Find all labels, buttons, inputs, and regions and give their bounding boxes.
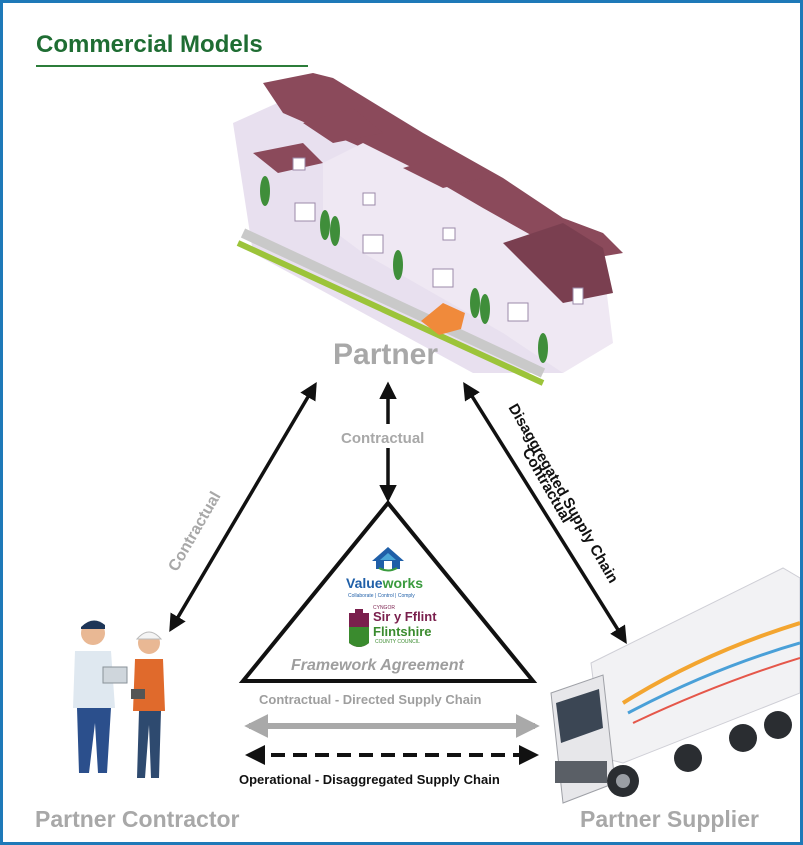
node-partner-supplier: Partner Supplier [580,806,759,832]
flintshire-crest-icon [349,609,369,647]
page-title: Commercial Models [36,31,263,58]
edge-label-top: Contractual [341,430,425,447]
node-partner: Partner [333,338,439,371]
edge-label-directed-supply-chain: Contractual - Directed Supply Chain [259,692,482,707]
diagram-canvas [73,73,800,804]
arrow-partner-supplier [463,382,627,644]
valueworks-logo-text: Valueworks [346,575,424,591]
supplier-truck-illustration [550,567,800,804]
framework-triangle [238,499,538,683]
edge-label-disaggregated-supply-chain: Operational - Disaggregated Supply Chain [239,772,500,787]
contractor-people-illustration [73,620,165,778]
valueworks-house-icon [372,547,404,572]
framework-agreement-label: Framework Agreement [291,657,464,674]
title-underline [36,65,308,67]
council-logo-small: CYNGOR [373,605,395,611]
houses-illustration [233,73,623,386]
arrow-partner-contractor [169,381,317,633]
council-logo-welsh: Sir y Fflint [373,609,437,624]
node-partner-contractor: Partner Contractor [35,806,240,832]
council-logo-english: Flintshire [373,624,432,639]
council-logo-sub: COUNTY COUNCIL [375,639,420,645]
valueworks-tagline: Collaborate | Control | Comply [348,593,415,599]
